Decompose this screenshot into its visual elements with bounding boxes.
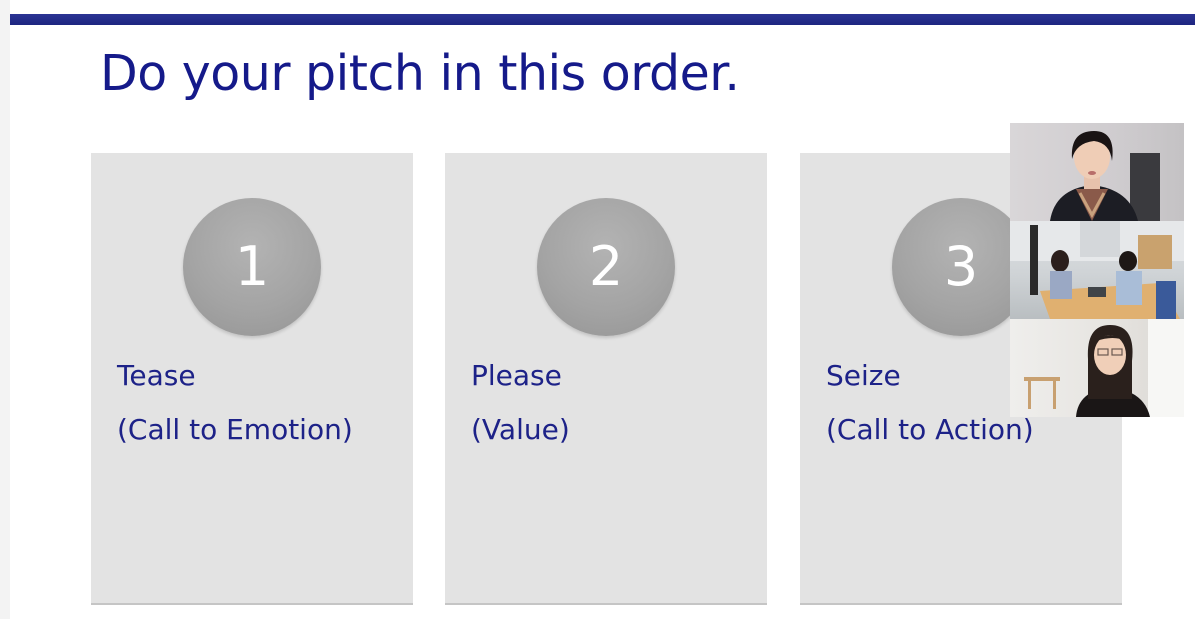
step-number-circle: 1 xyxy=(183,198,321,336)
video-tile-presenter[interactable] xyxy=(1010,123,1184,221)
step-title: Please xyxy=(471,359,562,392)
step-subtitle: (Call to Action) xyxy=(826,413,1034,446)
step-number: 3 xyxy=(943,235,979,298)
presenter-video-icon xyxy=(1050,131,1160,221)
step-subtitle: (Call to Emotion) xyxy=(117,413,353,446)
slide-accent-bar xyxy=(10,14,1195,25)
meeting-room-video-icon xyxy=(1010,221,1184,319)
video-tile-participant[interactable] xyxy=(1010,319,1184,417)
step-subtitle: (Value) xyxy=(471,413,570,446)
step-number-circle: 3 xyxy=(892,198,1030,336)
step-card-1: 1 Tease (Call to Emotion) xyxy=(91,153,413,605)
slide-title: Do your pitch in this order. xyxy=(100,45,740,102)
participant-video-icon xyxy=(1024,319,1184,417)
step-number: 1 xyxy=(234,235,270,298)
presentation-slide: Do your pitch in this order. 1 Tease (Ca… xyxy=(10,0,1195,619)
step-number-circle: 2 xyxy=(537,198,675,336)
step-card-2: 2 Please (Value) xyxy=(445,153,767,605)
step-title: Tease xyxy=(117,359,196,392)
video-tile-meeting-room[interactable] xyxy=(1010,221,1184,319)
step-number: 2 xyxy=(588,235,624,298)
participant-video-panel xyxy=(1010,123,1184,417)
step-title: Seize xyxy=(826,359,901,392)
